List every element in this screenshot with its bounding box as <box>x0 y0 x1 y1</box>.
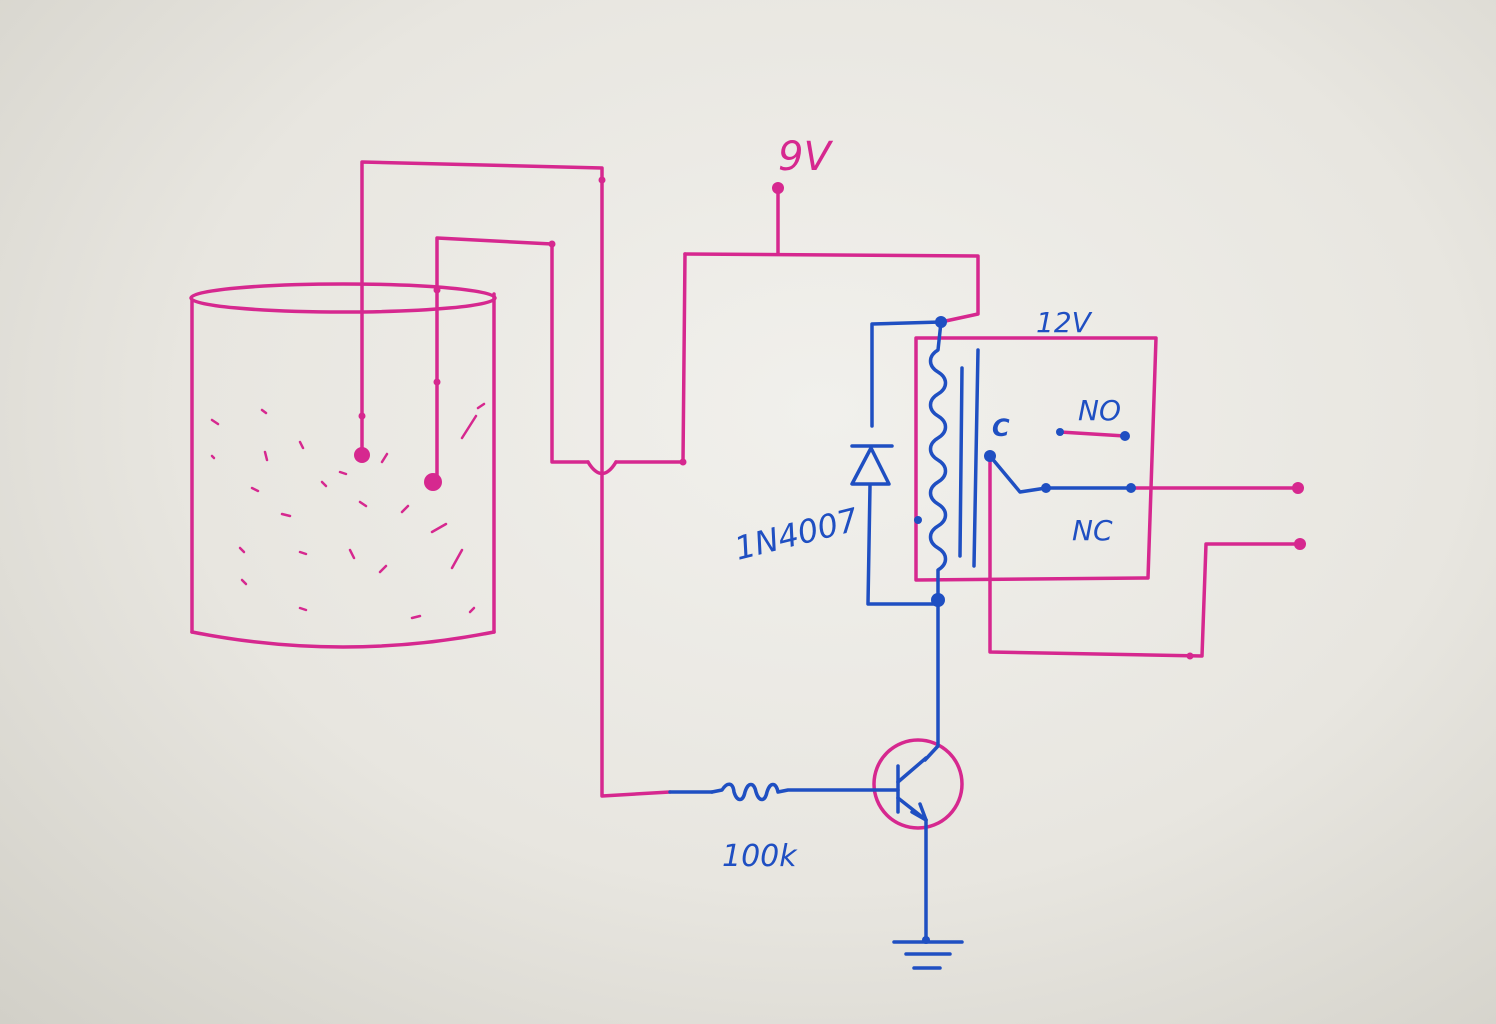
resistor-label: 100k <box>722 839 798 874</box>
probe-2-wire <box>435 236 590 482</box>
resistor-zigzag <box>710 782 900 802</box>
common-output-wire <box>988 454 1300 658</box>
hop-to-supply <box>614 252 687 464</box>
probe-2-tip <box>424 473 442 491</box>
probe-1-tip <box>354 447 370 463</box>
pink-junctions <box>354 176 1306 660</box>
diode-label: 1N4007 <box>731 500 863 567</box>
supply-voltage-label: 9V <box>778 134 833 180</box>
emitter-arrow <box>910 802 928 822</box>
common-label: C <box>992 414 1010 442</box>
relay-rating-label: 12V <box>1036 306 1093 339</box>
transistor-body <box>872 738 964 830</box>
probe-1-wire <box>360 160 604 457</box>
common-contact <box>984 450 996 462</box>
relay-box <box>914 336 1158 582</box>
collector-wire <box>923 602 940 762</box>
relay-core-2 <box>972 348 980 568</box>
diode-bottom-lead <box>866 484 939 606</box>
supply-terminal <box>772 182 784 194</box>
transistor-collector <box>896 756 928 784</box>
relay-common-arm <box>988 454 1133 494</box>
tank-rim <box>189 282 497 314</box>
output-terminal-nc <box>1292 482 1304 494</box>
output-terminal-common <box>1294 538 1306 550</box>
vertical-to-base <box>600 178 672 798</box>
tank-bottom <box>190 630 496 649</box>
pink-wiring <box>360 160 1300 798</box>
supply-bus <box>683 252 980 324</box>
coil-winding <box>928 320 948 600</box>
no-short-line <box>1058 430 1127 438</box>
water-marks <box>210 402 486 620</box>
diode-triangle <box>850 446 891 486</box>
ground-symbol <box>892 940 964 970</box>
no-label: NO <box>1078 394 1121 427</box>
water-tank <box>189 282 497 649</box>
nc-label: NC <box>1072 514 1113 547</box>
relay-core-1 <box>958 366 964 558</box>
blue-junctions <box>914 316 1136 944</box>
blue-wiring <box>668 320 1133 970</box>
coil-top-lead <box>870 320 943 428</box>
